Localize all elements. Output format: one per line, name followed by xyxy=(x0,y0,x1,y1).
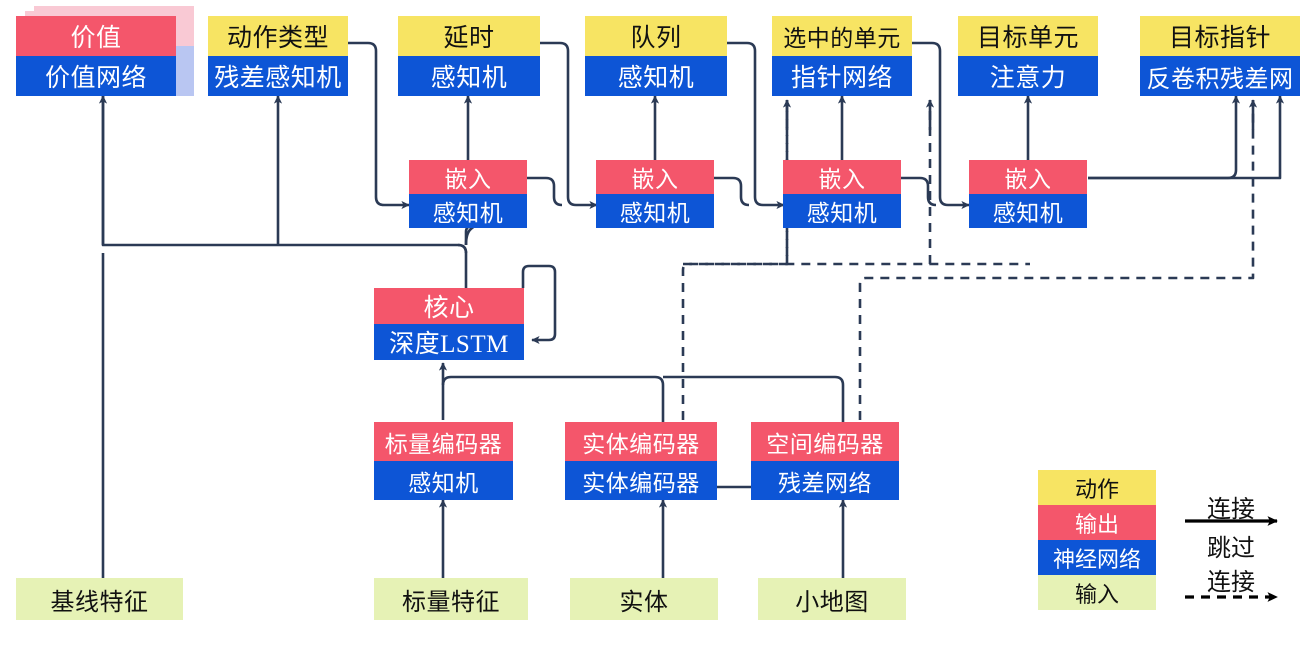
node-action-type[interactable]: 动作类型 残差感知机 xyxy=(208,16,348,96)
node-selected-units-top: 选中的单元 xyxy=(772,16,912,56)
node-embed-3-top: 嵌入 xyxy=(783,160,901,194)
legend-skip-label-line1: 跳过 xyxy=(1207,536,1255,562)
legend-swatch-action: 动作 xyxy=(1038,470,1156,505)
input-entities-label: 实体 xyxy=(570,578,718,620)
node-core[interactable]: 核心 深度LSTM xyxy=(374,288,524,360)
legend-swatch-input: 输入 xyxy=(1038,575,1156,610)
node-target-unit-bottom: 注意力 xyxy=(958,56,1098,96)
node-spatial-encoder[interactable]: 空间编码器 残差网络 xyxy=(751,422,899,500)
node-scalar-encoder-top: 标量编码器 xyxy=(374,422,513,461)
node-selected-units-bottom: 指针网络 xyxy=(772,56,912,96)
node-embed-4-top: 嵌入 xyxy=(969,160,1087,194)
node-spatial-encoder-bottom: 残差网络 xyxy=(751,461,899,500)
node-value-bottom: 价值网络 xyxy=(16,56,176,96)
node-scalar-encoder-bottom: 感知机 xyxy=(374,461,513,500)
input-minimap[interactable]: 小地图 xyxy=(758,578,906,620)
node-queue-top: 队列 xyxy=(585,16,727,56)
input-scalar-features[interactable]: 标量特征 xyxy=(374,578,528,620)
node-embed-3[interactable]: 嵌入 感知机 xyxy=(783,160,901,228)
node-embed-3-bottom: 感知机 xyxy=(783,194,901,228)
legend-skip-label-line2: 连接 xyxy=(1207,570,1255,596)
node-action-type-bottom: 残差感知机 xyxy=(208,56,348,96)
node-target-point-bottom: 反卷积残差网 xyxy=(1140,56,1300,96)
node-embed-4-bottom: 感知机 xyxy=(969,194,1087,228)
input-entities[interactable]: 实体 xyxy=(570,578,718,620)
input-baseline-features[interactable]: 基线特征 xyxy=(16,578,183,620)
node-embed-1-top: 嵌入 xyxy=(409,160,527,194)
node-entity-encoder-top: 实体编码器 xyxy=(565,422,717,461)
node-delay-top: 延时 xyxy=(398,16,540,56)
legend-swatches: 动作 输出 神经网络 输入 xyxy=(1038,470,1156,610)
node-action-type-top: 动作类型 xyxy=(208,16,348,56)
node-selected-units[interactable]: 选中的单元 指针网络 xyxy=(772,16,912,96)
node-target-unit-top: 目标单元 xyxy=(958,16,1098,56)
node-target-point[interactable]: 目标指针 反卷积残差网 xyxy=(1140,16,1300,96)
node-target-point-top: 目标指针 xyxy=(1140,16,1300,56)
input-minimap-label: 小地图 xyxy=(758,578,906,620)
node-core-bottom: 深度LSTM xyxy=(374,324,524,360)
node-embed-4[interactable]: 嵌入 感知机 xyxy=(969,160,1087,228)
node-scalar-encoder[interactable]: 标量编码器 感知机 xyxy=(374,422,513,500)
input-scalar-features-label: 标量特征 xyxy=(374,578,528,620)
node-embed-1[interactable]: 嵌入 感知机 xyxy=(409,160,527,228)
legend-swatch-output: 输出 xyxy=(1038,505,1156,540)
node-embed-2[interactable]: 嵌入 感知机 xyxy=(596,160,714,228)
node-value[interactable]: 价值 价值网络 xyxy=(16,6,194,96)
node-delay[interactable]: 延时 感知机 xyxy=(398,16,540,96)
input-baseline-features-label: 基线特征 xyxy=(16,578,183,620)
legend-swatch-neural-network: 神经网络 xyxy=(1038,540,1156,575)
node-spatial-encoder-top: 空间编码器 xyxy=(751,422,899,461)
node-embed-2-top: 嵌入 xyxy=(596,160,714,194)
node-core-top: 核心 xyxy=(374,288,524,324)
node-target-unit[interactable]: 目标单元 注意力 xyxy=(958,16,1098,96)
node-entity-encoder[interactable]: 实体编码器 实体编码器 xyxy=(565,422,717,500)
node-entity-encoder-bottom: 实体编码器 xyxy=(565,461,717,500)
node-queue-bottom: 感知机 xyxy=(585,56,727,96)
node-delay-bottom: 感知机 xyxy=(398,56,540,96)
node-embed-1-bottom: 感知机 xyxy=(409,194,527,228)
node-value-top: 价值 xyxy=(16,16,176,56)
node-queue[interactable]: 队列 感知机 xyxy=(585,16,727,96)
legend-connection-label: 连接 xyxy=(1207,497,1255,523)
node-embed-2-bottom: 感知机 xyxy=(596,194,714,228)
